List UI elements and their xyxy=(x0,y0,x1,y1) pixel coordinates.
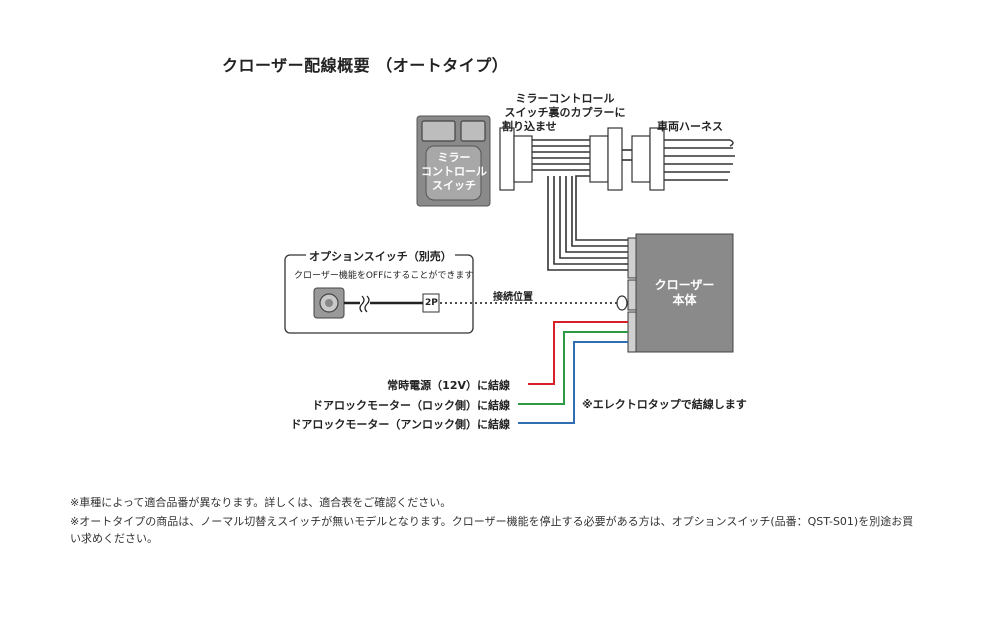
option-switch-description: クローザー機能をOFFにすることができます xyxy=(294,271,474,281)
vehicle-harness-label: 車両ハーネス xyxy=(657,120,723,133)
connection-position-label: 接続位置 xyxy=(493,292,533,303)
wire-label-lock: ドアロックモーター（ロック側）に結線 xyxy=(312,399,510,412)
connector-2p-label: 2P xyxy=(425,298,438,308)
mirror-switch-label: ミラー コントロール スイッチ xyxy=(421,151,487,192)
connection-plug xyxy=(616,295,628,311)
option-switch-box xyxy=(284,254,474,334)
mirror-control-switch xyxy=(416,115,491,207)
diagram-title: クローザー配線概要 （オートタイプ） xyxy=(222,56,509,75)
red-wire xyxy=(528,321,628,385)
left-coupler xyxy=(499,127,533,191)
coupler-wires xyxy=(532,139,632,171)
blue-wire xyxy=(518,341,628,424)
option-switch-title: オプションスイッチ（別売） xyxy=(306,248,455,264)
middle-coupler xyxy=(589,127,623,191)
vehicle-harness-wires xyxy=(664,139,735,181)
coupler-label: ミラーコントロール スイッチ裏のカプラーに 割り込ませ xyxy=(502,92,626,133)
green-wire xyxy=(518,331,628,405)
note-auto-type: ※オートタイプの商品は、ノーマル切替えスイッチが無いモデルとなります。クローザー… xyxy=(70,515,914,528)
harness-coupler xyxy=(631,127,665,191)
unit-harness-wires xyxy=(547,175,632,271)
closer-unit-box xyxy=(627,233,734,353)
wire-label-power: 常時電源（12V）に結線 xyxy=(387,379,510,392)
note-auto-type-cont: い求めください。 xyxy=(70,532,158,545)
closer-unit-label: クローザー 本体 xyxy=(654,278,715,307)
electro-tap-note: ※エレクトロタップで結線します xyxy=(582,398,747,411)
wire-label-unlock: ドアロックモーター（アンロック側）に結線 xyxy=(290,418,510,431)
note-compatibility: ※車種によって適合品番が異なります。詳しくは、適合表をご確認ください。 xyxy=(70,496,452,509)
